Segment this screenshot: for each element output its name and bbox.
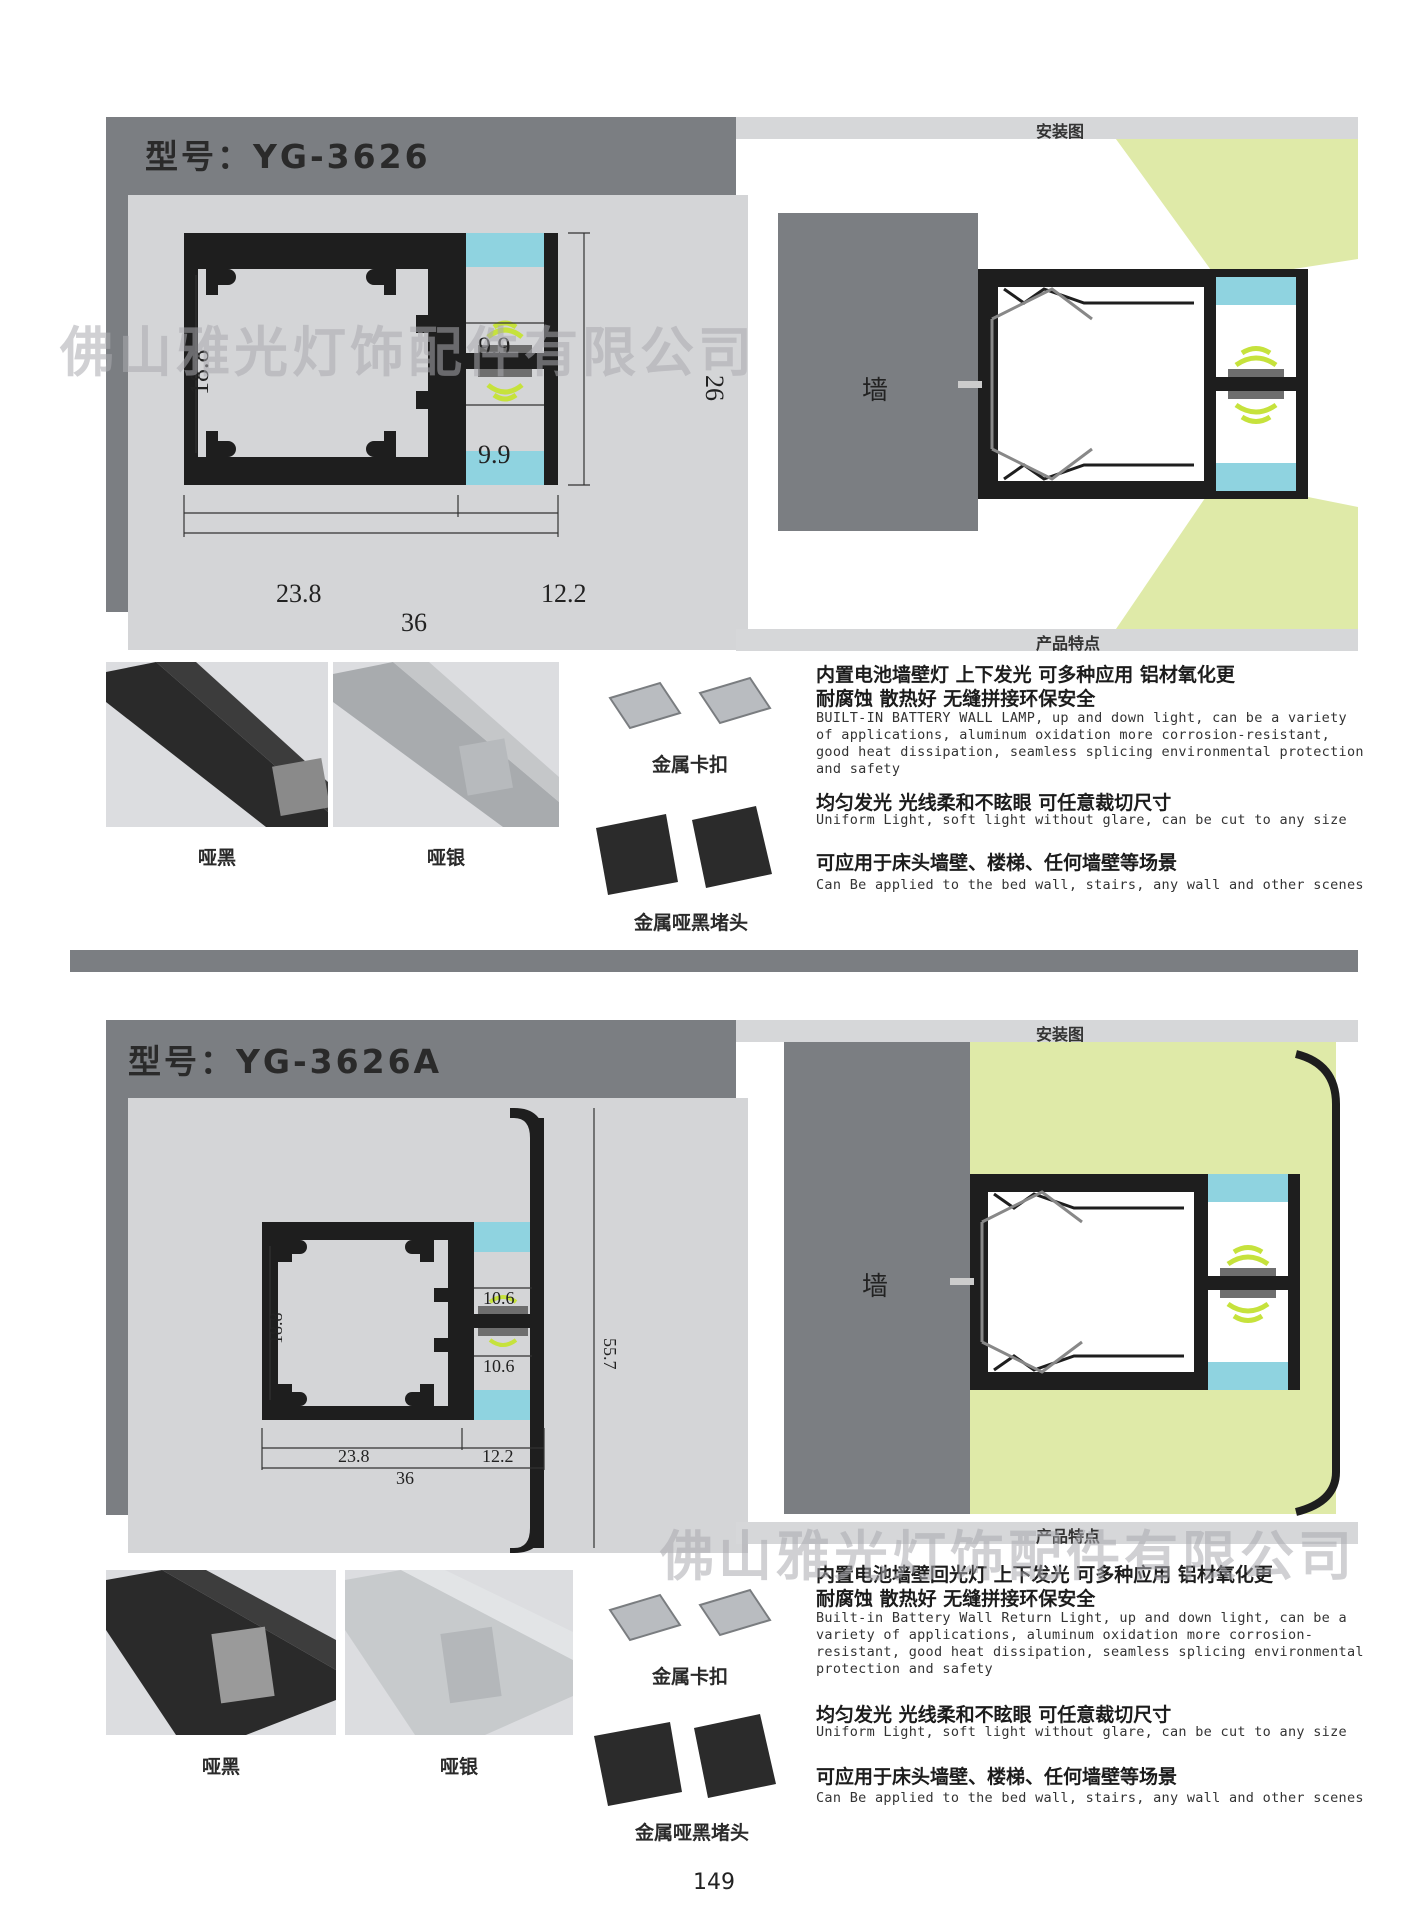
accessory-caption-clip: 金属卡扣 — [651, 754, 728, 776]
wall-label: 墙 — [862, 1272, 889, 1302]
features-label: 产品特点 — [1036, 634, 1101, 653]
dim-width-body: 23.8 — [338, 1446, 370, 1466]
model-title: 型号：YG-3626A — [128, 1042, 443, 1081]
profile-drawing-panel: 18.8 55.7 10.6 10.6 23.8 12.2 36 — [128, 1098, 748, 1553]
feature-1-en: BUILT-IN BATTERY WALL LAMP, up and down … — [816, 710, 1364, 777]
accessory-endcap-image — [594, 1706, 790, 1806]
install-diagram — [736, 1042, 1358, 1524]
accessory-caption-endcap: 金属哑黑堵头 — [634, 1822, 749, 1844]
feature-2-cn: 均匀发光 光线柔和不眩眼 可任意裁切尺寸 — [816, 1704, 1172, 1726]
dim-width-body: 23.8 — [276, 579, 322, 608]
dim-gap-top: 10.6 — [483, 1288, 515, 1308]
dim-width-total: 36 — [396, 1468, 414, 1488]
feature-3-cn: 可应用于床头墙壁、楼梯、任何墙壁等场景 — [816, 1766, 1178, 1788]
accessory-caption-clip: 金属卡扣 — [651, 1666, 728, 1688]
feature-2-cn: 均匀发光 光线柔和不眩眼 可任意裁切尺寸 — [816, 792, 1172, 814]
install-strip — [736, 117, 1358, 139]
feature-1-cn-line2: 耐腐蚀 散热好 无缝拼接环保安全 — [816, 1588, 1096, 1610]
finish-caption-black: 哑黑 — [197, 847, 236, 869]
dim-gap-top: 9.9 — [478, 332, 511, 361]
feature-1-cn-line2: 耐腐蚀 散热好 无缝拼接环保安全 — [816, 688, 1096, 710]
profile-cross-section: 18.8 55.7 10.6 10.6 23.8 12.2 36 — [261, 1108, 620, 1553]
dim-width-total: 36 — [401, 608, 427, 637]
install-diagram — [736, 139, 1358, 629]
finish-photo-matte-black — [106, 662, 328, 827]
feature-1-cn-line1: 内置电池墙壁灯 上下发光 可多种应用 铝材氧化更 — [816, 664, 1235, 686]
feature-1-en: Built-in Battery Wall Return Light, up a… — [816, 1610, 1364, 1677]
finish-photo-matte-silver — [333, 662, 559, 827]
dim-height-total: 26 — [700, 375, 729, 401]
model-title: 型号：YG-3626 — [145, 137, 431, 176]
dim-height-total: 55.7 — [600, 1338, 620, 1370]
dim-height-left: 18.8 — [266, 1313, 286, 1345]
profile-cross-section: 18.8 26 9.9 9.9 23.8 12.2 36 — [183, 232, 729, 637]
finish-photo-matte-black — [106, 1570, 336, 1735]
features-label: 产品特点 — [1036, 1527, 1101, 1546]
accessory-endcap-image — [596, 800, 786, 895]
watermark-text: 佛山雅光灯饰配件有限公司 — [660, 1525, 1356, 1588]
finish-caption-black: 哑黑 — [201, 1756, 240, 1778]
finish-caption-silver: 哑银 — [439, 1756, 478, 1778]
install-label: 安装图 — [1036, 122, 1085, 141]
wall-label: 墙 — [862, 376, 889, 406]
accessory-clip-image — [600, 1580, 780, 1660]
feature-1-cn-line1: 内置电池墙壁回光灯 上下发光 可多种应用 铝材氧化更 — [816, 1564, 1273, 1586]
dim-width-channel: 12.2 — [541, 579, 587, 608]
feature-3-en: Can Be applied to the bed wall, stairs, … — [816, 1790, 1364, 1806]
feature-2-en: Uniform Light, soft light without glare,… — [816, 812, 1347, 828]
features-strip — [736, 1522, 1358, 1544]
dim-gap-bottom: 10.6 — [483, 1356, 515, 1376]
accessory-clip-image — [600, 668, 780, 748]
section-divider — [70, 950, 1358, 972]
finish-caption-silver: 哑银 — [426, 847, 465, 869]
feature-2-en: Uniform Light, soft light without glare,… — [816, 1724, 1347, 1740]
features-strip — [736, 629, 1358, 651]
accessory-caption-endcap: 金属哑黑堵头 — [633, 912, 748, 934]
install-strip — [736, 1020, 1358, 1042]
feature-3-en: Can Be applied to the bed wall, stairs, … — [816, 877, 1364, 893]
feature-3-cn: 可应用于床头墙壁、楼梯、任何墙壁等场景 — [816, 852, 1178, 874]
page-number: 149 — [693, 1870, 735, 1895]
dim-gap-bottom: 9.9 — [478, 440, 511, 469]
finish-photo-matte-silver — [345, 1570, 573, 1735]
dim-height-left: 18.8 — [185, 350, 214, 396]
watermark-text: 佛山雅光灯饰配件有限公司 — [60, 321, 756, 384]
profile-drawing-panel: 18.8 26 9.9 9.9 23.8 12.2 36 — [128, 195, 748, 650]
dim-width-channel: 12.2 — [482, 1446, 514, 1466]
install-label: 安装图 — [1036, 1025, 1085, 1044]
